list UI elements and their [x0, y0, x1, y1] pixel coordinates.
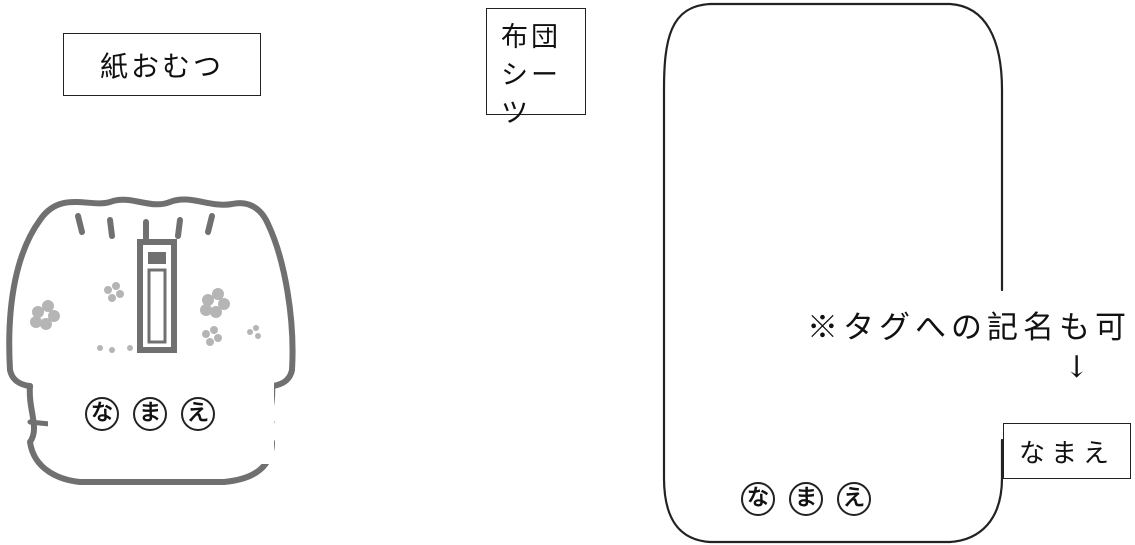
sheet-name-circles: な ま え: [741, 482, 871, 516]
diaper-name-circles: な ま え: [85, 397, 215, 431]
name-char-circle: な: [741, 482, 775, 516]
name-char-circle: な: [85, 397, 119, 431]
futon-label-line2: シーツ: [501, 60, 561, 129]
diaper-label-text: 紙おむつ: [99, 49, 224, 83]
futon-sheet-outline: [662, 2, 1004, 544]
diaper-illustration: [6, 196, 296, 485]
tag-name-box: なまえ: [1003, 423, 1131, 479]
name-char-circle: え: [837, 482, 871, 516]
name-char-circle: え: [181, 397, 215, 431]
tag-note-text: ※タグへの記名も可: [807, 310, 1131, 346]
down-arrow-icon: ↓: [1064, 350, 1090, 385]
tag-name-text: なまえ: [1018, 438, 1115, 469]
futon-sheet-label-box: 布団 シーツ: [486, 8, 586, 129]
name-char-circle: ま: [133, 397, 167, 431]
diaper-label-box: 紙おむつ: [63, 33, 261, 96]
name-char-circle: ま: [789, 482, 823, 516]
futon-label-line1: 布団: [501, 22, 561, 53]
